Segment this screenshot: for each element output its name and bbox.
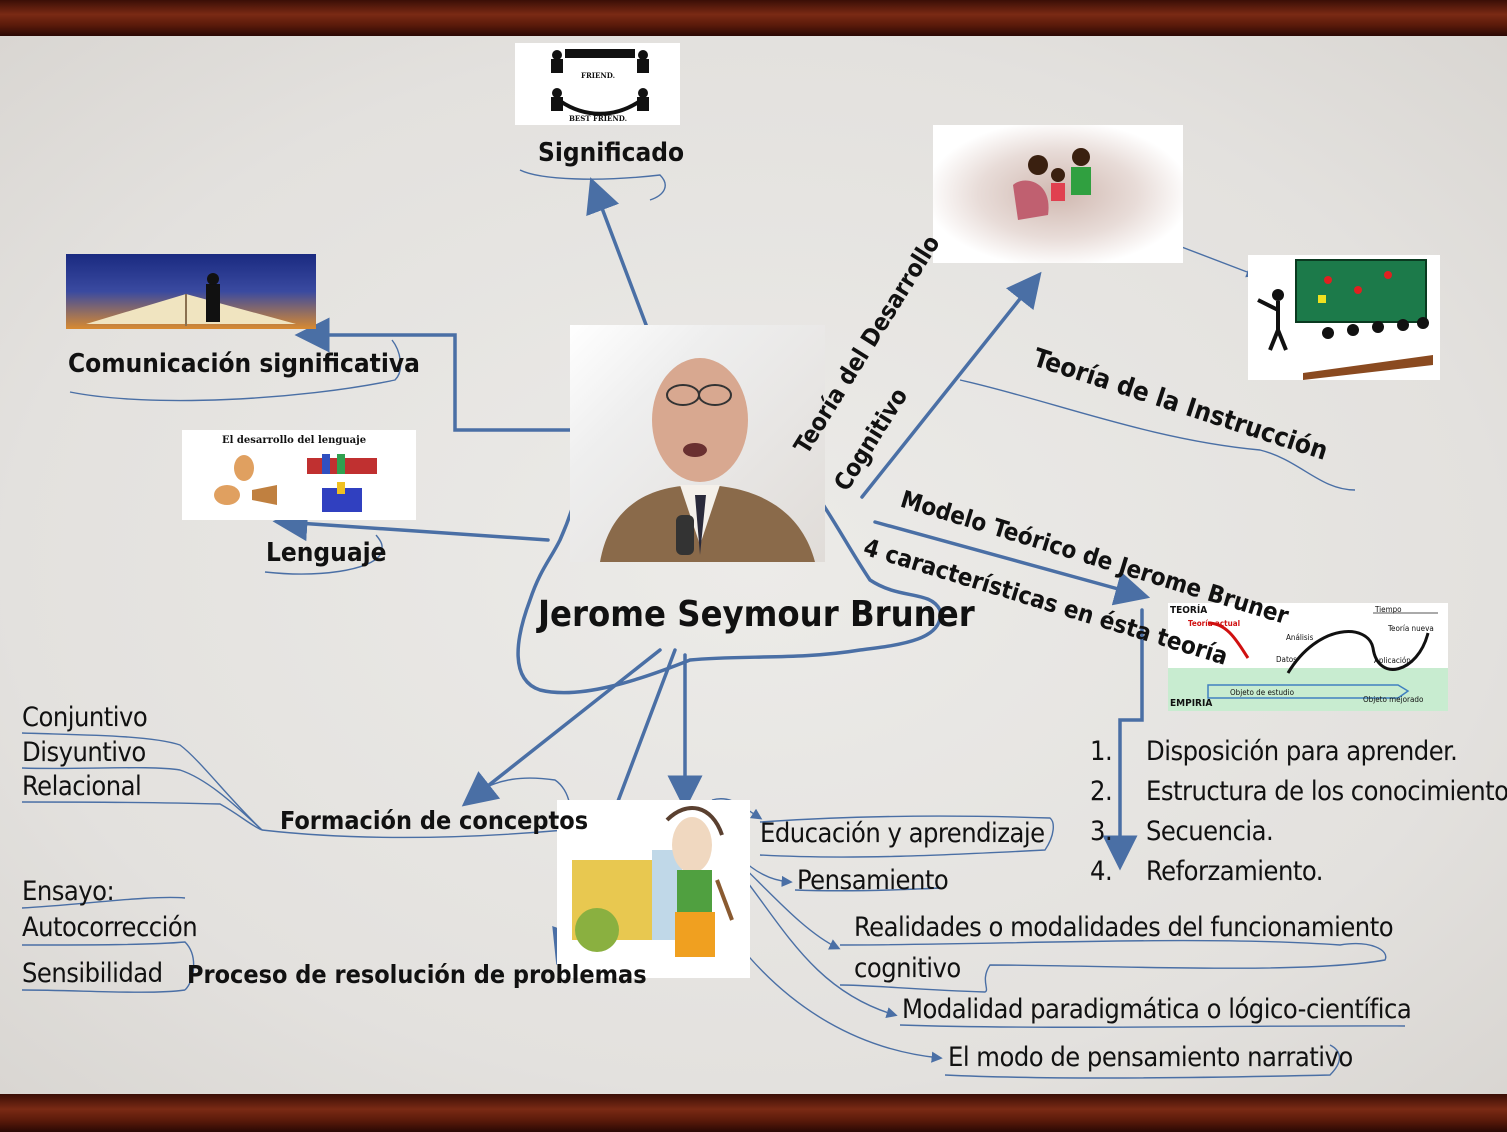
- step-sensibilidad: Sensibilidad: [22, 958, 163, 989]
- concept-type-conjuntivo: Conjuntivo: [22, 702, 148, 733]
- underline-disyuntivo: [21, 767, 263, 831]
- language-development-image: El desarrollo del lenguaje: [182, 430, 416, 520]
- chart-label-teoria-actual: Teoría actual: [1188, 619, 1241, 628]
- chart-label-teoria: TEORÍA: [1170, 605, 1208, 616]
- underline-pensamiento: [794, 887, 941, 892]
- char-text-1: Disposición para aprender.: [1146, 736, 1458, 767]
- arrow-to-teoria-desarrollo: [860, 271, 1042, 499]
- edu-pensamiento: Pensamiento: [797, 865, 949, 896]
- underline-educacion: [759, 815, 1054, 858]
- arrow-to-caracteristicas: [1102, 608, 1144, 871]
- top-frame-bar: [0, 0, 1507, 36]
- arrow-to-significado: [586, 177, 650, 332]
- children-playing-image: [933, 125, 1183, 263]
- chart-label-objeto-estudio: Objeto de estudio: [1230, 688, 1294, 697]
- node-comunicacion: Comunicación significativa: [68, 349, 420, 379]
- edu-realidades-1: Realidades o modalidades del funcionamie…: [854, 912, 1394, 943]
- underline-realidades: [839, 939, 1387, 993]
- char-num-1: 1.: [1090, 736, 1113, 767]
- child-cartoon-image: [557, 800, 750, 978]
- classroom-teacher-image: [1248, 255, 1440, 380]
- chart-label-analisis: Análisis: [1286, 633, 1314, 642]
- underline-autocorreccion: [21, 941, 195, 991]
- node-lenguaje: Lenguaje: [266, 538, 387, 568]
- char-text-2: Estructura de los conocimientos: [1146, 776, 1507, 807]
- arrow-to-comunicacion: [294, 317, 602, 432]
- step-autocorreccion: Autocorrección: [22, 912, 198, 943]
- arrow-to-modelo: [873, 520, 1151, 606]
- underline-comunicacion: [69, 339, 402, 402]
- mindmap-canvas: [0, 36, 1507, 1094]
- underline-ensayo: [21, 896, 186, 909]
- language-image-title: El desarrollo del lenguaje: [222, 435, 367, 446]
- node-resolucion-problemas: Proceso de resolución de problemas: [187, 960, 647, 989]
- chart-label-empiria: EMPIRIA: [1170, 698, 1213, 709]
- underline-narrativo: [944, 1044, 1341, 1079]
- char-num-2: 2.: [1090, 776, 1113, 807]
- char-text-3: Secuencia.: [1146, 816, 1274, 847]
- friends-caption-2: BEST FRIEND.: [569, 114, 628, 123]
- fan-line-narrativo: [734, 939, 943, 1063]
- edu-realidades-2: cognitivo: [854, 953, 961, 984]
- friends-image: FRIEND. BEST FRIEND.: [515, 43, 680, 125]
- edu-paradigmatica: Modalidad paradigmática o lógico-científ…: [902, 994, 1412, 1025]
- bottom-frame-bar: [0, 1094, 1507, 1132]
- underline-instruccion: [959, 379, 1356, 491]
- node-significado: Significado: [538, 138, 685, 168]
- concept-type-relacional: Relacional: [22, 771, 142, 802]
- edu-narrativo: El modo de pensamiento narrativo: [948, 1042, 1353, 1073]
- chart-label-datos: Datos: [1276, 655, 1297, 664]
- step-ensayo: Ensayo:: [22, 876, 115, 907]
- node-formacion-conceptos: Formación de conceptos: [280, 806, 589, 835]
- concept-type-disyuntivo: Disyuntivo: [22, 737, 146, 768]
- char-num-3: 3.: [1090, 816, 1113, 847]
- chart-label-teoria-nueva: Teoría nueva: [1388, 624, 1434, 633]
- underline-relacional: [21, 801, 263, 831]
- chart-label-aplicacion: Aplicación: [1374, 656, 1411, 665]
- open-book-image: [66, 254, 316, 329]
- underline-conjuntivo: [21, 732, 263, 831]
- underline-significado: [519, 169, 666, 201]
- bruner-photo: [570, 325, 825, 562]
- theory-chart-image: TEORÍA Teoría actual Tiempo Análisis Teo…: [1168, 603, 1448, 711]
- arrow-to-formacion: [461, 648, 662, 807]
- edu-educacion: Educación y aprendizaje: [760, 818, 1045, 849]
- chart-label-objeto-mejorado: Objeto mejorado: [1363, 695, 1424, 704]
- underline-lenguaje: [264, 534, 383, 575]
- underline-sensibilidad: [21, 989, 186, 993]
- arrow-to-lenguaje: [272, 506, 550, 542]
- center-title: Jerome Seymour Bruner: [538, 594, 975, 635]
- chart-label-tiempo: Tiempo: [1375, 605, 1402, 614]
- char-num-4: 4.: [1090, 856, 1113, 887]
- underline-paradigmatica: [899, 1024, 1406, 1028]
- char-text-4: Reforzamiento.: [1146, 856, 1324, 887]
- friends-caption-1: FRIEND.: [581, 71, 616, 80]
